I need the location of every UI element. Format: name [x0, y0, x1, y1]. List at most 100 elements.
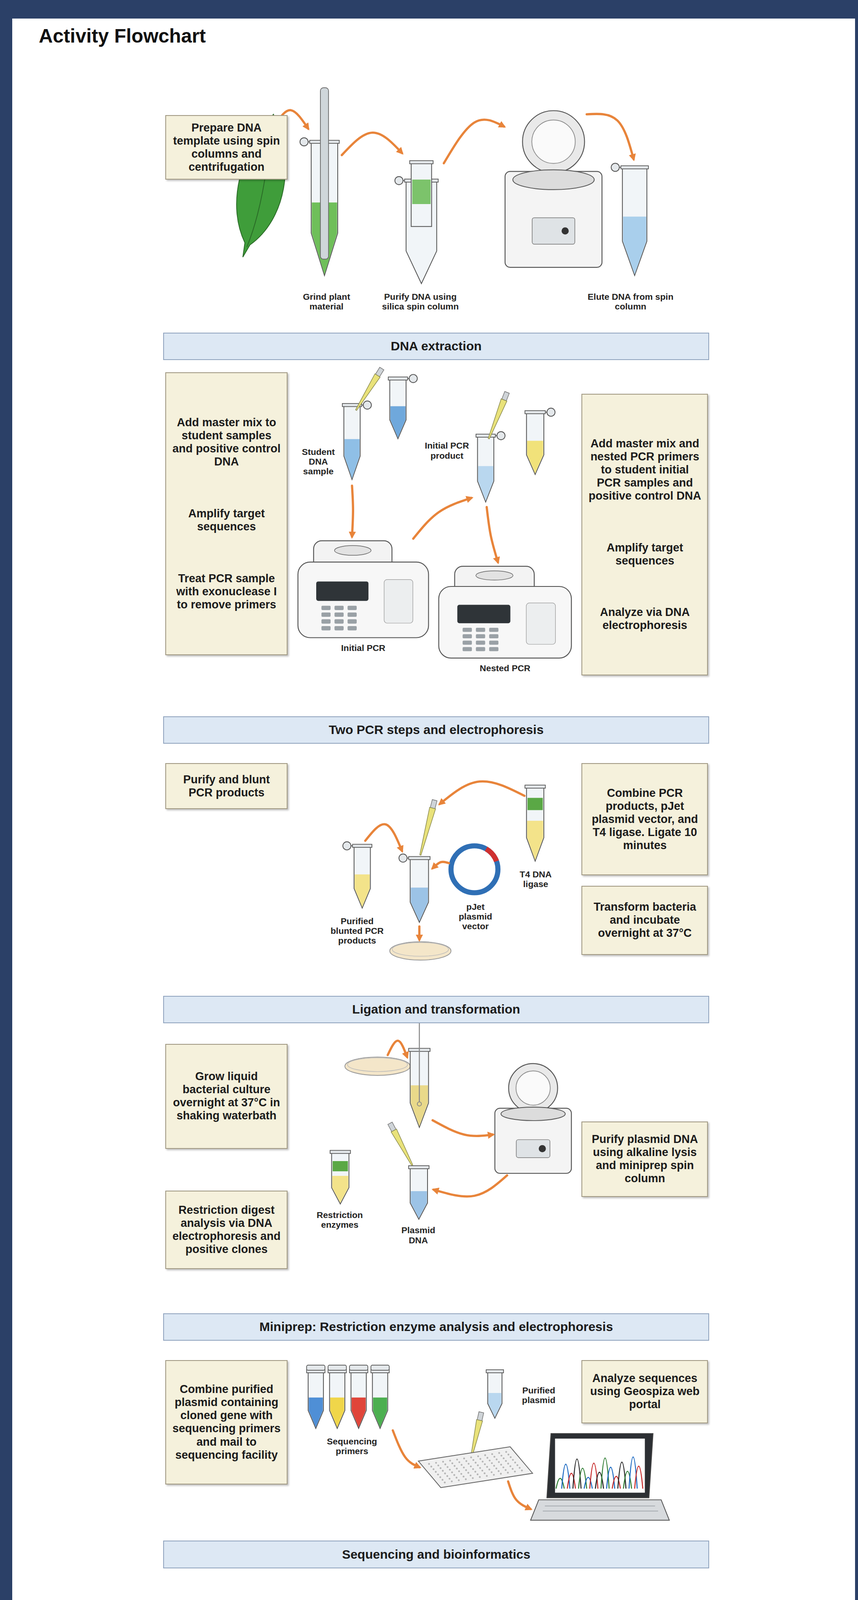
- tube-body: [410, 859, 429, 923]
- process-arrow: [413, 497, 472, 539]
- tube-rim: [486, 1369, 504, 1373]
- illustration-label: Nested PCR: [464, 663, 546, 673]
- plate-well: [456, 1458, 458, 1461]
- box-text: Amplify target sequences: [171, 507, 282, 534]
- process-box: Combine purified plasmid containing clon…: [165, 1360, 288, 1485]
- tube: [342, 841, 372, 909]
- tube-liquid: [527, 440, 544, 474]
- box-text: Combine PCR products, pJet plasmid vecto…: [587, 786, 702, 853]
- illustration-label: Plasmid DNA: [393, 1225, 443, 1245]
- cycler-lid-knob: [476, 570, 514, 581]
- plate-well: [493, 1455, 495, 1458]
- tube-lid: [395, 176, 404, 185]
- illustration-label: pJet plasmid vector: [452, 901, 498, 931]
- diagram-title: Activity Flowchart: [38, 24, 206, 48]
- plate-well: [474, 1461, 477, 1464]
- box-text: Purify and blunt PCR products: [171, 773, 282, 800]
- process-box: Analyze sequences using Geospiza web por…: [581, 1360, 708, 1424]
- tube-lid: [363, 400, 372, 409]
- plate-well: [516, 1464, 519, 1466]
- cycler-key: [476, 647, 486, 652]
- tube-lid: [342, 841, 351, 850]
- plate-well: [483, 1472, 486, 1474]
- pipette-tip: [355, 373, 380, 411]
- tube-cap: [328, 1365, 347, 1371]
- centrifuge: [505, 110, 603, 268]
- process-arrow: [439, 781, 525, 805]
- tube-rim: [524, 785, 546, 789]
- inoculating-loop-end: [417, 1102, 422, 1107]
- plate-well: [492, 1473, 495, 1476]
- tube-body: [372, 1372, 388, 1429]
- tube: [306, 1369, 326, 1429]
- plate-well: [465, 1469, 467, 1472]
- plate-well: [462, 1475, 465, 1478]
- plate-well: [504, 1468, 507, 1471]
- plate-well: [505, 1460, 507, 1462]
- illustration-label: T4 DNA ligase: [515, 869, 557, 889]
- plate-well: [478, 1476, 481, 1478]
- plate-well: [439, 1476, 442, 1478]
- plate-well: [500, 1454, 503, 1457]
- cycler-key: [462, 627, 472, 633]
- plate-well: [476, 1464, 479, 1466]
- centrifuge-bowl: [500, 1107, 565, 1121]
- process-arrow: [365, 824, 402, 851]
- plate-well: [514, 1461, 517, 1464]
- cycler-lid-knob: [334, 545, 372, 556]
- cycler-screen: [457, 605, 511, 624]
- box-text: Prepare DNA template using spin columns …: [171, 121, 282, 174]
- tube-rim: [352, 844, 372, 848]
- process-box: Grow liquid bacterial culture overnight …: [165, 1043, 288, 1149]
- plate-well: [427, 1463, 430, 1465]
- box-text: Transform bacteria and incubate overnigh…: [587, 900, 702, 940]
- plate-well: [472, 1459, 475, 1461]
- tube: [328, 1369, 347, 1429]
- tube-body: [622, 168, 647, 276]
- plate-well: [453, 1473, 455, 1476]
- box-text: Add master mix and nested PCR primers to…: [587, 437, 702, 503]
- plate-well: [488, 1459, 491, 1462]
- box-text: Two PCR steps and electrophoresis: [328, 722, 544, 738]
- tube-rim: [330, 1150, 351, 1154]
- box-text: DNA extraction: [390, 338, 482, 354]
- plasmid-insert: [486, 849, 497, 862]
- process-box: Add master mix to student samples and po…: [165, 372, 288, 655]
- box-text: Combine purified plasmid containing clon…: [171, 1382, 282, 1462]
- cycler-key: [462, 647, 472, 652]
- plate-well: [455, 1476, 458, 1479]
- plate-well: [477, 1455, 479, 1458]
- plate-well: [479, 1457, 482, 1460]
- plate-well: [458, 1470, 460, 1472]
- section-band: DNA extraction: [163, 332, 710, 361]
- plate-well: [444, 1463, 447, 1466]
- tube: [524, 408, 555, 475]
- pipette-barrel: [430, 799, 437, 809]
- box-text: Sequencing and bioinformatics: [341, 1547, 531, 1563]
- process-arrow: [392, 1430, 420, 1468]
- plate-well: [449, 1468, 451, 1471]
- cycler-key: [347, 605, 357, 611]
- box-text: Restriction digest analysis via DNA elec…: [171, 1203, 282, 1257]
- plate-well: [495, 1467, 498, 1470]
- cycler-key: [347, 626, 357, 631]
- plate-well: [511, 1458, 514, 1461]
- section-band: Sequencing and bioinformatics: [163, 1540, 710, 1569]
- box-text: Amplify target sequences: [587, 541, 702, 568]
- plate-well: [481, 1460, 484, 1463]
- plate-well: [441, 1469, 444, 1472]
- plate-well: [446, 1475, 449, 1477]
- box-text: Analyze sequences using Geospiza web por…: [587, 1371, 702, 1412]
- tube-body: [526, 787, 544, 861]
- tube: [299, 137, 339, 276]
- process-arrow: [486, 507, 498, 563]
- plate-well: [430, 1465, 433, 1468]
- tube-cap: [306, 1365, 326, 1371]
- illustration-label: Initial PCR: [322, 642, 405, 653]
- chromatogram-peak: [589, 1463, 598, 1489]
- petri-dish-rim: [392, 942, 449, 957]
- tube-liquid: [332, 1175, 349, 1203]
- tube-liquid: [354, 874, 370, 907]
- cycler-side-panel: [526, 602, 556, 645]
- plate-well: [467, 1471, 470, 1474]
